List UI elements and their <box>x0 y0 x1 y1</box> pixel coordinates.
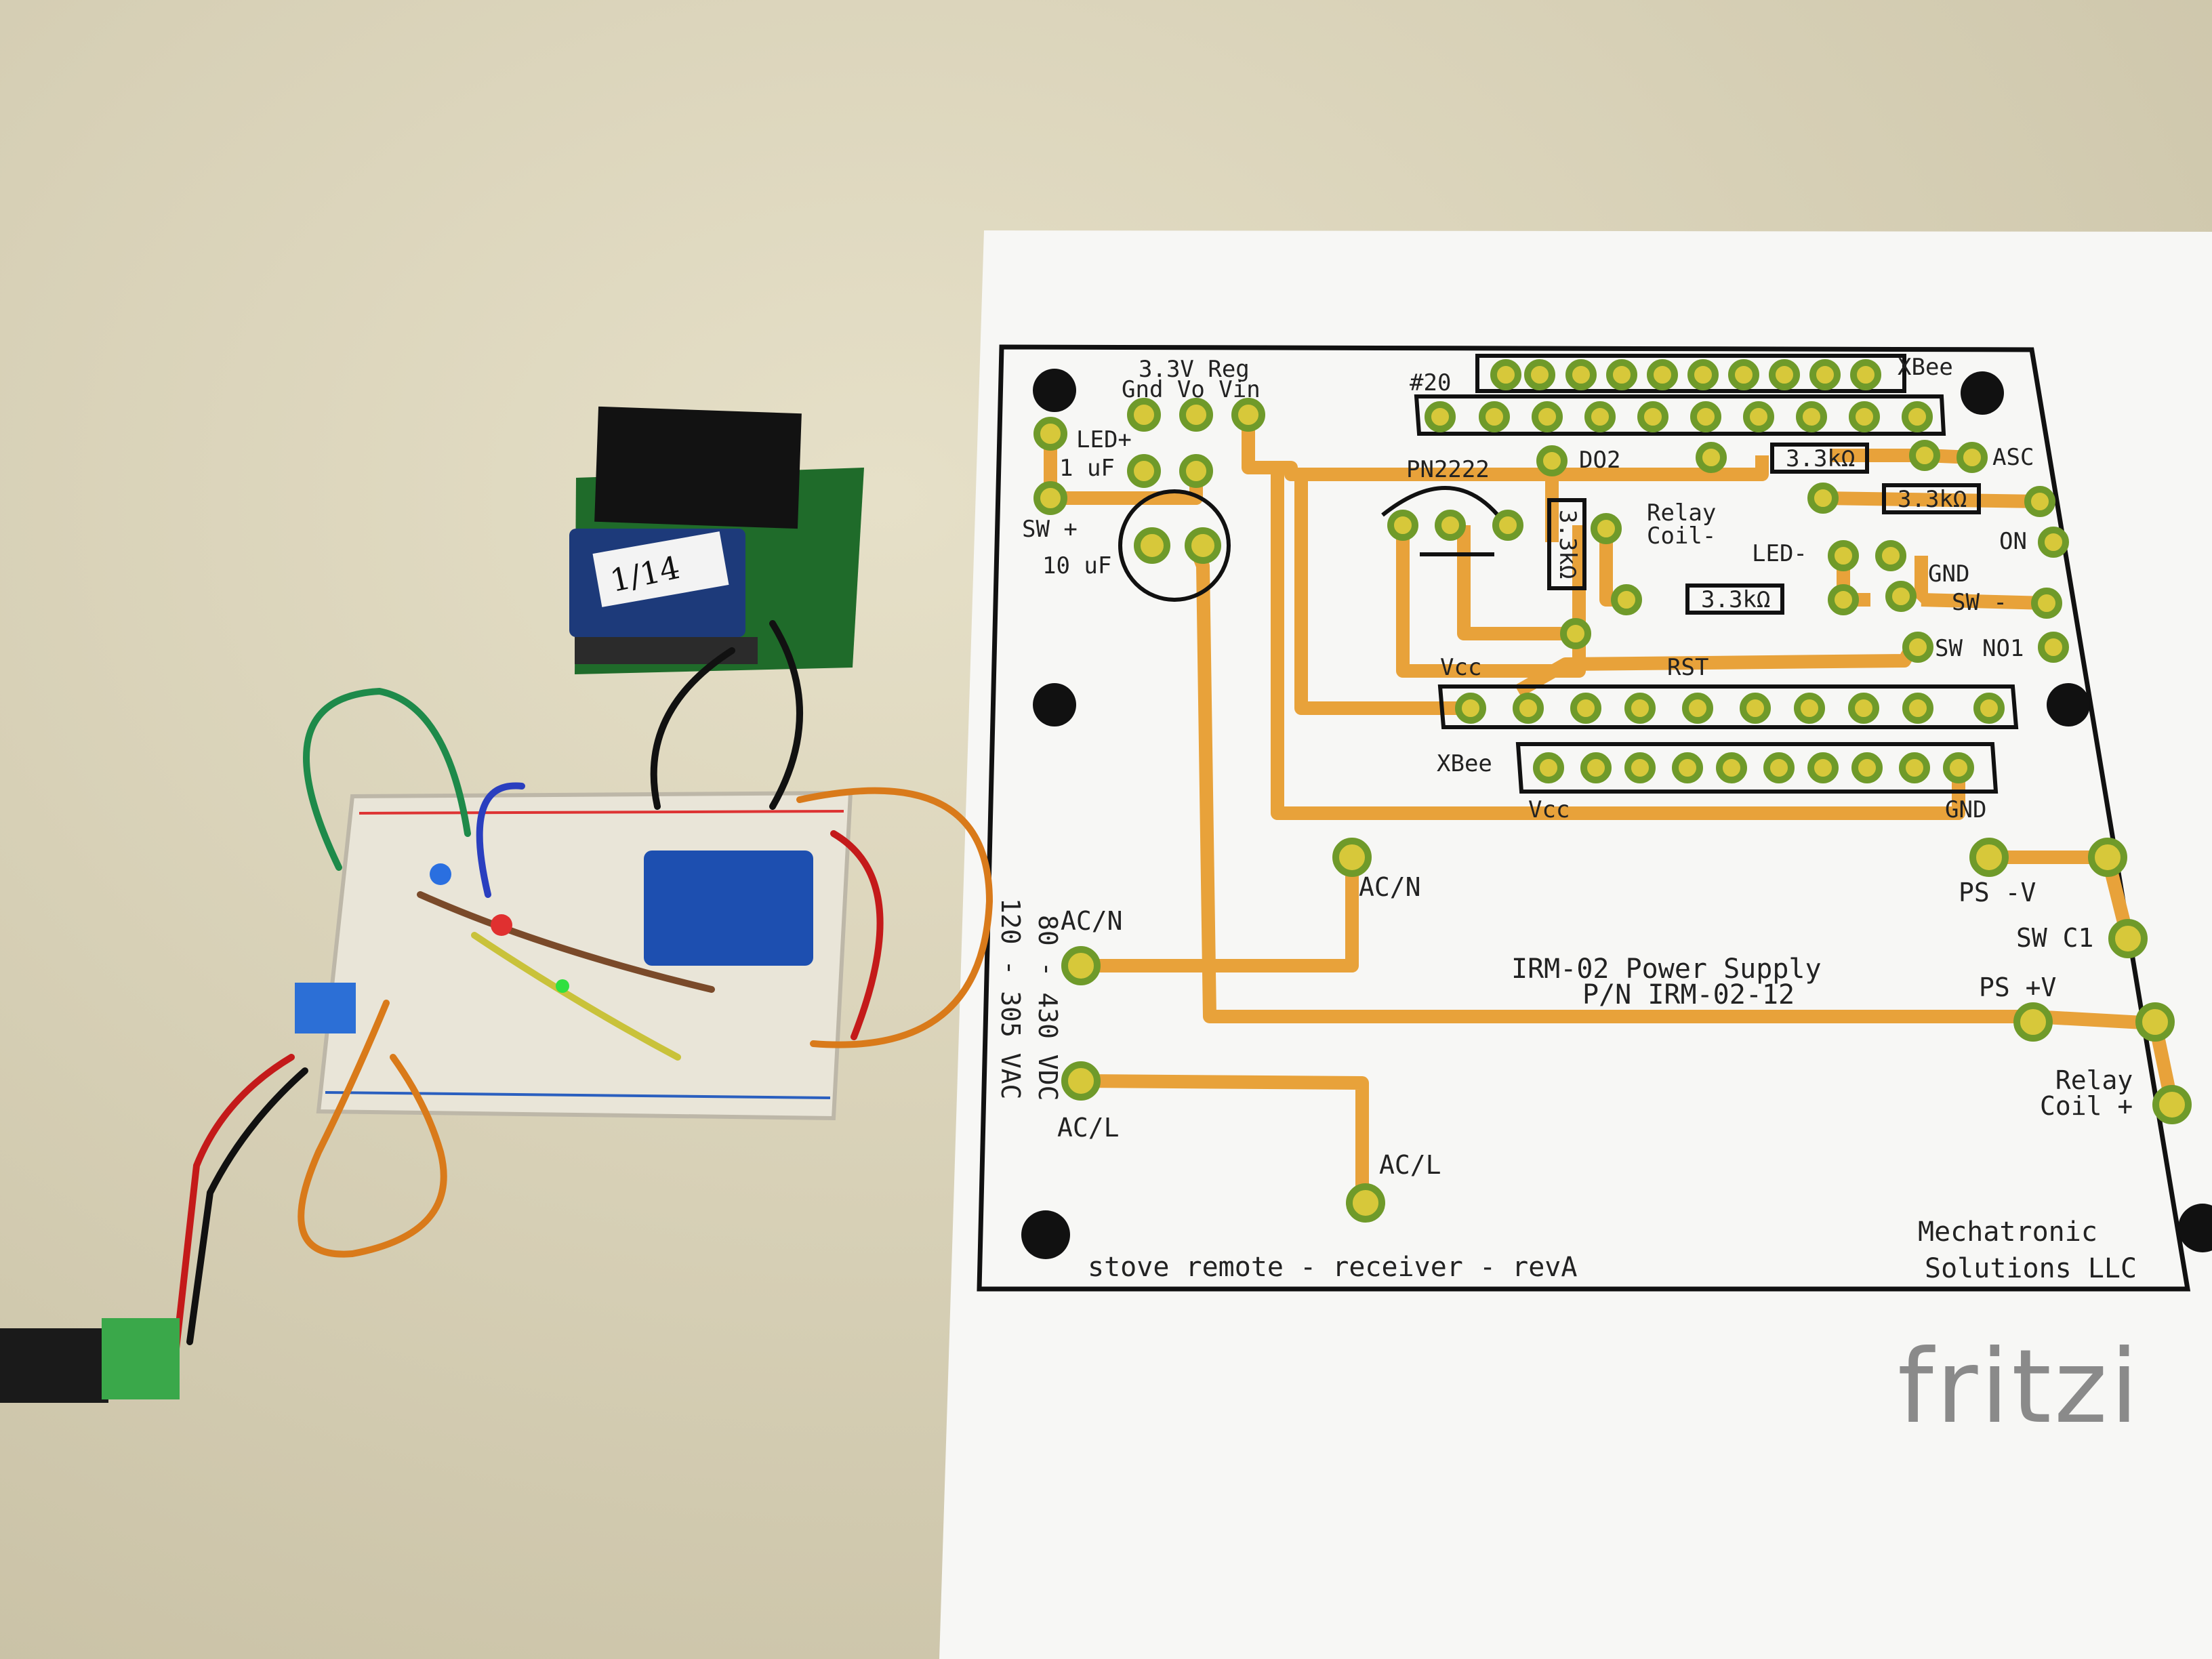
label-acl-mid: AC/L <box>1379 1150 1441 1180</box>
mounting-holes <box>1021 369 2212 1259</box>
label-company1: Mechatronic <box>1918 1216 2097 1248</box>
label-rst: RST <box>1667 654 1709 681</box>
label-asc: ASC <box>1992 444 2034 471</box>
component-outlines <box>1118 443 1981 615</box>
label-led-minus: LED- <box>1752 540 1807 567</box>
label-cap10: 10 uF <box>1042 552 1112 579</box>
label-ps-minus: PS -V <box>1959 878 2036 907</box>
label-relay-coil-minus: Relay Coil- <box>1647 499 1717 550</box>
label-volt-range2: 80 - 430 VDC <box>1033 915 1063 1101</box>
label-pn2222: PN2222 <box>1406 456 1490 483</box>
dc-power-jack <box>0 1318 180 1403</box>
label-res-vert: 3.3kΩ <box>1554 510 1581 579</box>
label-xbee-bottom: XBee <box>1437 750 1492 777</box>
label-vcc2: Vcc <box>1528 796 1570 823</box>
label-sw: SW <box>1935 635 1963 662</box>
label-res3: 3.3kΩ <box>1701 586 1771 613</box>
label-xbee-top: XBee <box>1898 354 1953 381</box>
label-acl-left: AC/L <box>1057 1113 1120 1143</box>
label-title1: IRM-02 Power Supply <box>1511 954 1822 985</box>
label-relay-coil-plus: Relay Coil + <box>2040 1065 2133 1121</box>
label-footer: stove remote - receiver - revA <box>1088 1252 1578 1283</box>
xbee-headers <box>1414 354 2019 794</box>
label-no1: NO1 <box>1982 635 2024 662</box>
label-gnd2: GND <box>1945 796 1987 823</box>
jumper-wires <box>173 620 994 1352</box>
label-led-plus: LED+ <box>1076 426 1132 453</box>
label-acn-left: AC/N <box>1061 906 1123 936</box>
label-title2: P/N IRM-02-12 <box>1582 979 1795 1010</box>
breadboard <box>295 790 853 1121</box>
label-reg-pins: Gnd Vo Vin <box>1122 376 1261 403</box>
label-company2: Solutions LLC <box>1925 1253 2137 1284</box>
pcb-outline <box>977 344 2191 1292</box>
label-volt-range: 120 - 305 VAC <box>996 898 1025 1100</box>
sticker-on-board <box>592 531 729 607</box>
pcb-pads <box>1033 359 2192 1223</box>
label-pin20: #20 <box>1410 369 1452 396</box>
label-sw-plus: SW + <box>1022 516 1078 543</box>
label-ps-plus: PS +V <box>1979 972 2057 1002</box>
label-do2: DO2 <box>1579 447 1621 474</box>
leds <box>430 863 569 993</box>
label-sw-c1: SW C1 <box>2016 923 2094 953</box>
label-acn-mid: AC/N <box>1359 872 1421 902</box>
label-res1: 3.3kΩ <box>1786 445 1856 472</box>
label-gnd1: GND <box>1928 560 1970 588</box>
fritzing-logo: fritzi <box>1898 1328 2142 1446</box>
label-res2: 3.3kΩ <box>1898 486 1967 513</box>
label-reg: 3.3V Reg <box>1139 356 1250 383</box>
label-sw-minus: SW - <box>1952 589 2007 616</box>
label-on: ON <box>1999 528 2027 555</box>
label-cap1: 1 uF <box>1059 455 1115 482</box>
label-vcc1: Vcc <box>1440 654 1482 681</box>
